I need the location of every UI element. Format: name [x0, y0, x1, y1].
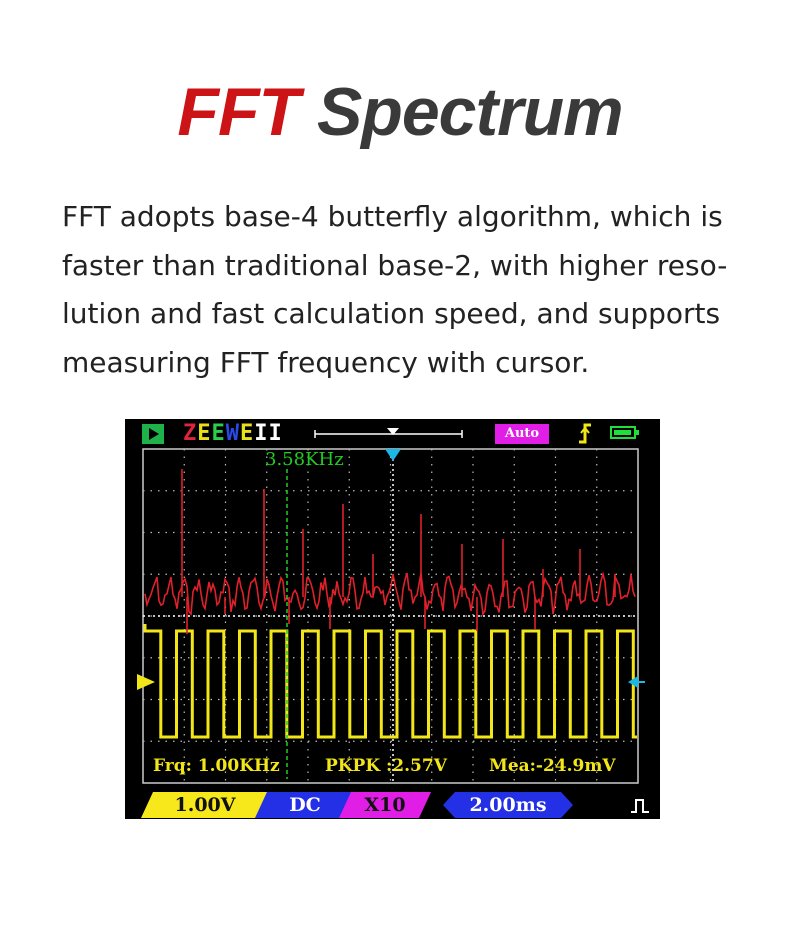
brand-letter: E — [197, 421, 212, 446]
fft-trace — [144, 571, 636, 617]
description-line: lution and fast calculation speed, and s… — [62, 297, 721, 330]
settings-bar: 1.00V DC X10 2.00ms — [125, 789, 660, 819]
brand-letter: E — [240, 421, 255, 446]
title-main: Spectrum — [316, 74, 624, 150]
battery-icon — [610, 426, 639, 439]
page-title: FFT Spectrum — [0, 72, 800, 152]
description-line: FFT adopts base-4 butterfly algorithm, w… — [62, 200, 723, 233]
trigger-mode-badge[interactable]: Auto — [495, 424, 549, 444]
probe-button[interactable]: X10 — [339, 792, 431, 818]
brand-logo: ZEEWEII — [183, 421, 283, 447]
description-line: faster than traditional base-2, with hig… — [62, 248, 728, 282]
time-per-div-button[interactable]: 2.00ms — [443, 792, 573, 818]
brand-letter: E — [211, 421, 226, 446]
scope-display — [137, 448, 645, 784]
brand-letter: Z — [183, 421, 198, 446]
brand-letter: I — [268, 421, 283, 446]
frequency-readout: Frq: 1.00KHz — [153, 756, 280, 776]
brand-letter: W — [225, 421, 240, 446]
timebase-position-indicator[interactable] — [312, 427, 472, 441]
trigger-position-marker — [385, 449, 401, 461]
brand-letter: I — [254, 421, 269, 446]
description: FFT adopts base-4 butterfly algorithm, w… — [62, 193, 742, 387]
status-bar: ZEEWEII Auto — [125, 419, 660, 447]
measure-readout: Mea:-24.9mV — [489, 756, 616, 776]
rising-edge-icon — [579, 423, 591, 444]
channel-trace — [143, 624, 637, 739]
square-wave-icon[interactable] — [630, 797, 650, 815]
oscilloscope-screen: ZEEWEII Auto 3.58KHz Frq: 1.00KHz PKPK :… — [125, 419, 660, 819]
peak-to-peak-readout: PKPK :2.57V — [325, 756, 447, 776]
play-icon[interactable] — [142, 424, 164, 444]
cursor-frequency-label: 3.58KHz — [265, 449, 344, 470]
title-accent: FFT — [177, 74, 300, 150]
description-line: measuring FFT frequency with cursor. — [62, 345, 590, 379]
coupling-button[interactable]: DC — [255, 792, 355, 818]
channel-ground-marker — [137, 674, 155, 690]
volts-per-div-button[interactable]: 1.00V — [141, 792, 269, 818]
